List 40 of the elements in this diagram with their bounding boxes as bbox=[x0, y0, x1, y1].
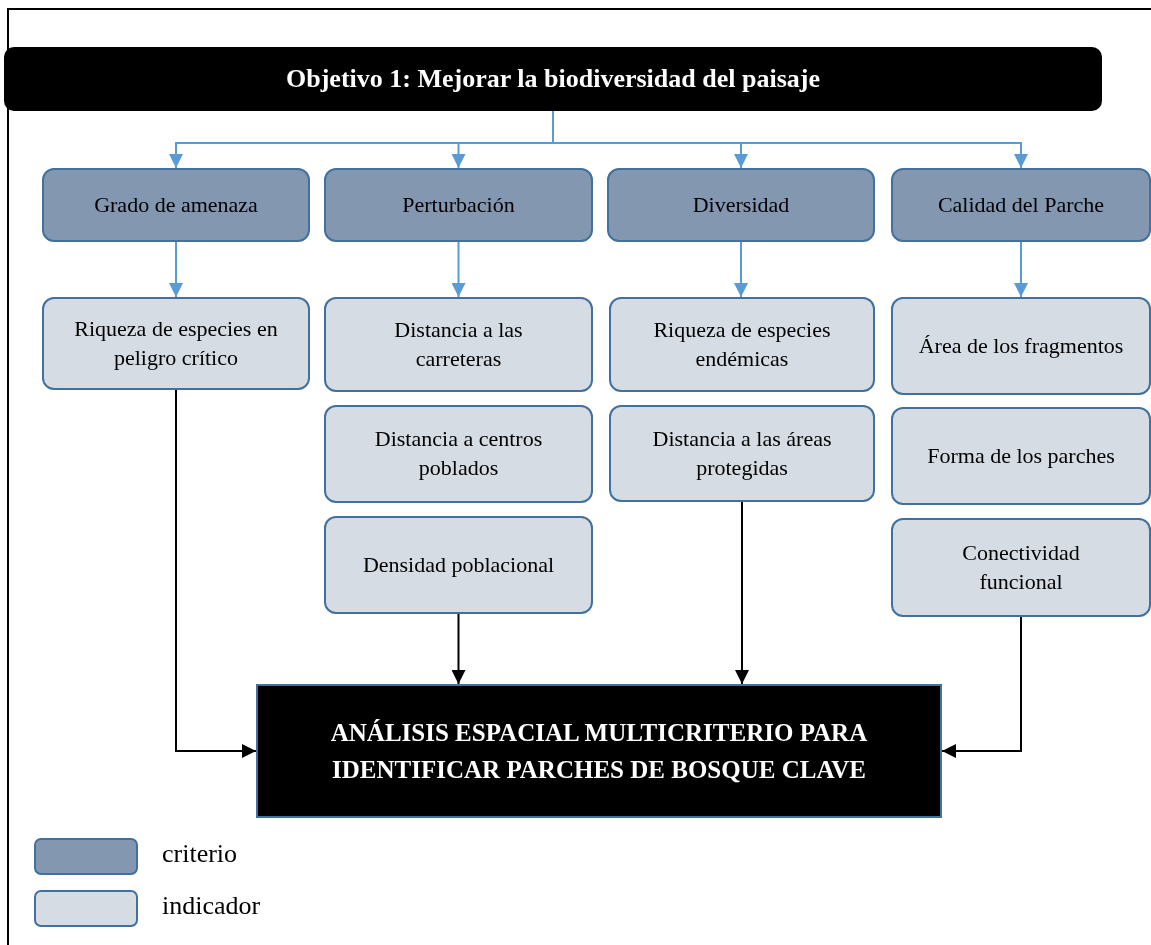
box-label: Distancia a centros poblados bbox=[373, 425, 544, 482]
legend-label: criterio bbox=[162, 839, 238, 869]
arrow bbox=[941, 616, 1022, 758]
analysis-box bbox=[256, 684, 942, 818]
indicator-box bbox=[42, 297, 310, 390]
arrow bbox=[1014, 241, 1028, 298]
indicator-box bbox=[609, 297, 875, 392]
indicator-box bbox=[324, 516, 593, 614]
arrow bbox=[451, 241, 466, 298]
legend-label: indicador bbox=[162, 891, 261, 921]
box-label: Perturbación bbox=[402, 192, 515, 218]
criterion-box bbox=[891, 168, 1151, 242]
arrow bbox=[175, 389, 257, 758]
box-label: Conectividad funcional bbox=[961, 538, 1081, 596]
indicator-box bbox=[891, 297, 1151, 395]
indicator-box bbox=[609, 405, 875, 502]
box-label: Densidad poblacional bbox=[362, 550, 555, 579]
arrow bbox=[451, 613, 466, 685]
box-label: Diversidad bbox=[692, 192, 790, 218]
arrow bbox=[734, 241, 748, 298]
box-label: Riqueza de especies en peligro crítico bbox=[73, 314, 279, 372]
criterion-box bbox=[42, 168, 310, 242]
box-label: Calidad del Parche bbox=[937, 192, 1105, 218]
arrow bbox=[735, 501, 749, 685]
indicator-box bbox=[324, 297, 593, 392]
box-label: Objetivo 1: Mejorar la biodiversidad del paisaje bbox=[286, 64, 820, 94]
indicator-box bbox=[891, 518, 1151, 617]
box-label: Forma de los parches bbox=[927, 441, 1115, 470]
indicator-box bbox=[891, 407, 1151, 505]
objective-box bbox=[4, 47, 1102, 111]
box-label: ANÁLISIS ESPACIAL MULTICRITERIO PARA IDENTIFICAR PARCHES DE BOSQUE CLAVE bbox=[329, 717, 869, 785]
box-label: Grado de amenaza bbox=[94, 192, 258, 218]
arrow bbox=[169, 241, 183, 298]
box-label: Riqueza de especies endémicas bbox=[652, 315, 832, 373]
criterion-box bbox=[607, 168, 875, 242]
box-label: Distancia a las áreas protegidas bbox=[651, 424, 833, 482]
box-label: Área de los fragmentos bbox=[918, 331, 1124, 360]
indicator-box bbox=[324, 405, 593, 503]
criterion-box bbox=[324, 168, 593, 242]
box-label: Distancia a las carreteras bbox=[393, 315, 524, 373]
